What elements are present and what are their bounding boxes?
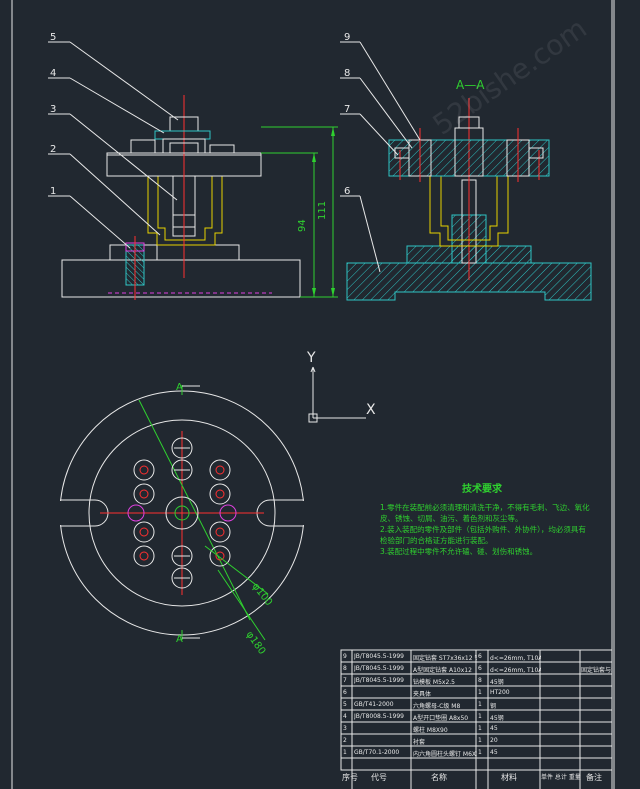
dim-94: 94: [297, 219, 308, 232]
tech-line-4: 检验部门的合格证方能进行装配。: [380, 535, 493, 545]
tech-title: 技术要求: [462, 482, 503, 495]
bom-table: [340, 649, 613, 789]
section-view: [346, 98, 592, 301]
tech-line-3: 2.装入装配的零件及部件（包括外购件、外协件），均必须具有: [380, 524, 586, 534]
axis-x-label: X: [366, 402, 376, 418]
tech-line-5: 3.装配过程中零件不允许磕、碰、划伤和锈蚀。: [380, 546, 537, 556]
height-dimensions: [261, 126, 338, 298]
balloon-3: 3: [50, 104, 56, 115]
balloon-8: 8: [344, 68, 350, 79]
ucs-icon: [308, 366, 366, 423]
dim-phi100: φ100: [250, 581, 274, 608]
dim-phi180: φ180: [244, 629, 268, 656]
balloon-4: 4: [50, 68, 56, 79]
section-mark-top: A: [176, 382, 183, 393]
front-balloons: [48, 41, 179, 249]
section-balloons: [340, 41, 421, 273]
section-mark-bottom: A: [176, 634, 183, 645]
balloon-7: 7: [344, 104, 350, 115]
tech-notes: 1.零件在装配前必须清理和清洗干净，不得有毛刺、飞边、氧化 皮、锈蚀、切屑、油污…: [380, 502, 590, 556]
balloon-6: 6: [344, 186, 350, 197]
balloon-2: 2: [50, 144, 56, 155]
section-title: A—A: [456, 78, 485, 92]
tech-line-1: 1.零件在装配前必须清理和清洗干净，不得有毛刺、飞边、氧化: [380, 502, 590, 512]
top-view: [50, 385, 315, 641]
balloon-1: 1: [50, 186, 56, 197]
dim-111: 111: [317, 201, 328, 220]
front-view: [61, 95, 301, 300]
balloon-5: 5: [50, 32, 56, 43]
bolt-pattern: [127, 437, 237, 589]
tech-line-2: 皮、锈蚀、切屑、油污、着色剂和灰尘等。: [380, 513, 523, 523]
axis-y-label: Y: [306, 350, 316, 366]
balloon-9: 9: [344, 32, 350, 43]
